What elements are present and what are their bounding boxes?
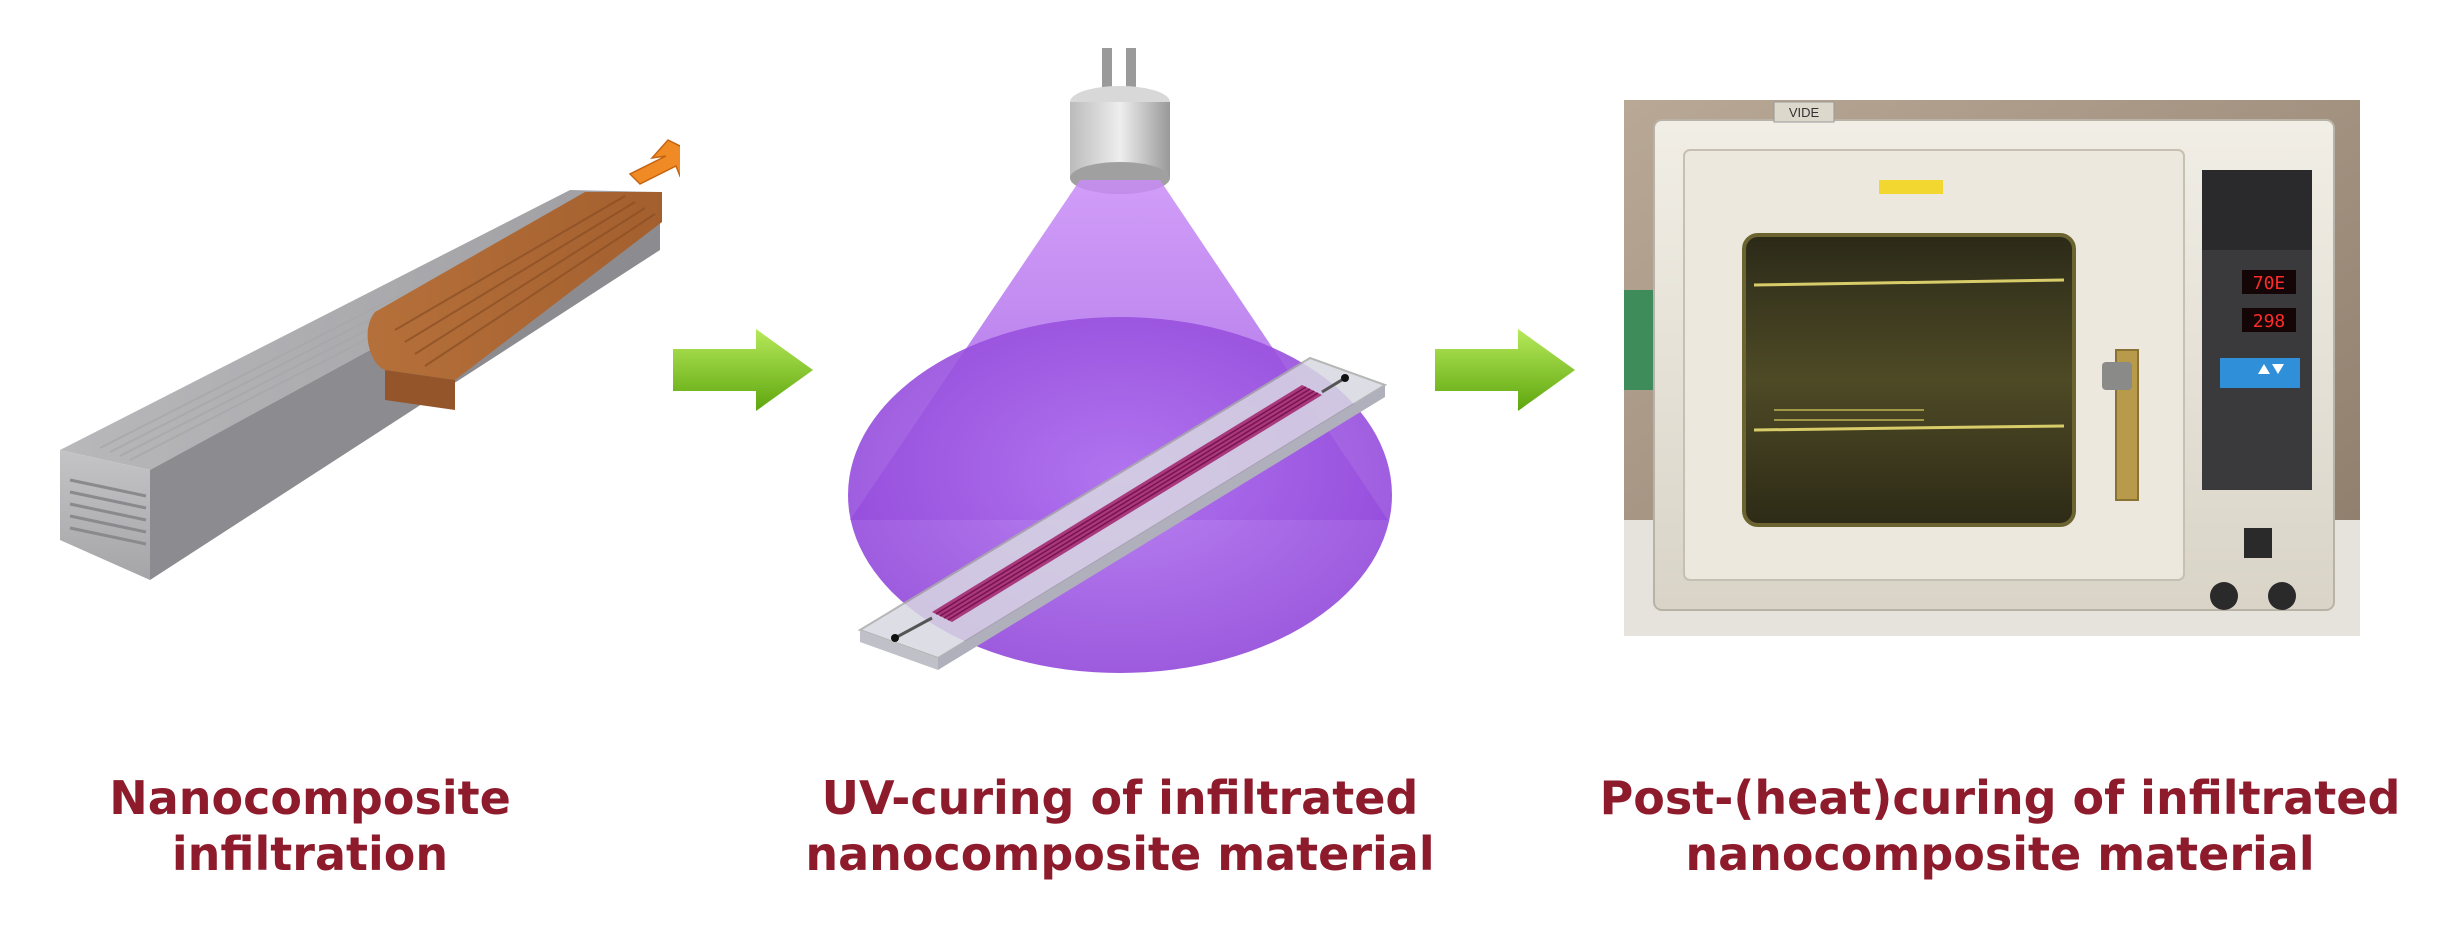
oven-shelves xyxy=(1753,278,2065,432)
oven-knob[interactable] xyxy=(2268,582,2296,610)
oven-top-label: VIDE xyxy=(1789,105,1820,120)
caption-line: nanocomposite material xyxy=(805,827,1435,881)
injection-arrow-icon xyxy=(628,139,680,185)
oven-knob[interactable] xyxy=(2210,582,2238,610)
oven-window xyxy=(1742,233,2076,527)
caption-line: UV-curing of infiltrated xyxy=(821,771,1419,825)
step-caption-uv-curing: UV-curing of infiltrated nanocomposite m… xyxy=(760,770,1480,882)
caption-line: infiltration xyxy=(171,827,449,881)
uv-lamp xyxy=(1070,86,1170,194)
uv-curing-illustration xyxy=(848,48,1392,673)
step-caption-infiltration: Nanocomposite infiltration xyxy=(40,770,580,882)
oven-power-switch[interactable] xyxy=(2244,528,2272,558)
process-arrow-icon xyxy=(673,329,813,411)
caption-line: Nanocomposite xyxy=(109,771,511,825)
process-arrow-icon xyxy=(1435,329,1575,411)
caption-line: nanocomposite material xyxy=(1685,827,2315,881)
step-caption-heat-curing: Post-(heat)curing of infiltrated nanocom… xyxy=(1560,770,2440,882)
vacuum-oven-photo: VIDE 70E 298 xyxy=(1624,100,2360,636)
oven-display-top: 70E xyxy=(2253,273,2286,294)
mold-channels xyxy=(69,478,147,546)
oven-display-bottom: 298 xyxy=(2253,311,2286,332)
caption-line: Post-(heat)curing of infiltrated xyxy=(1599,771,2401,825)
infiltration-mold-illustration xyxy=(60,139,680,580)
mold-front-face xyxy=(60,450,150,580)
infiltrated-channel xyxy=(891,374,1349,642)
nanocomposite-fill xyxy=(367,192,662,380)
